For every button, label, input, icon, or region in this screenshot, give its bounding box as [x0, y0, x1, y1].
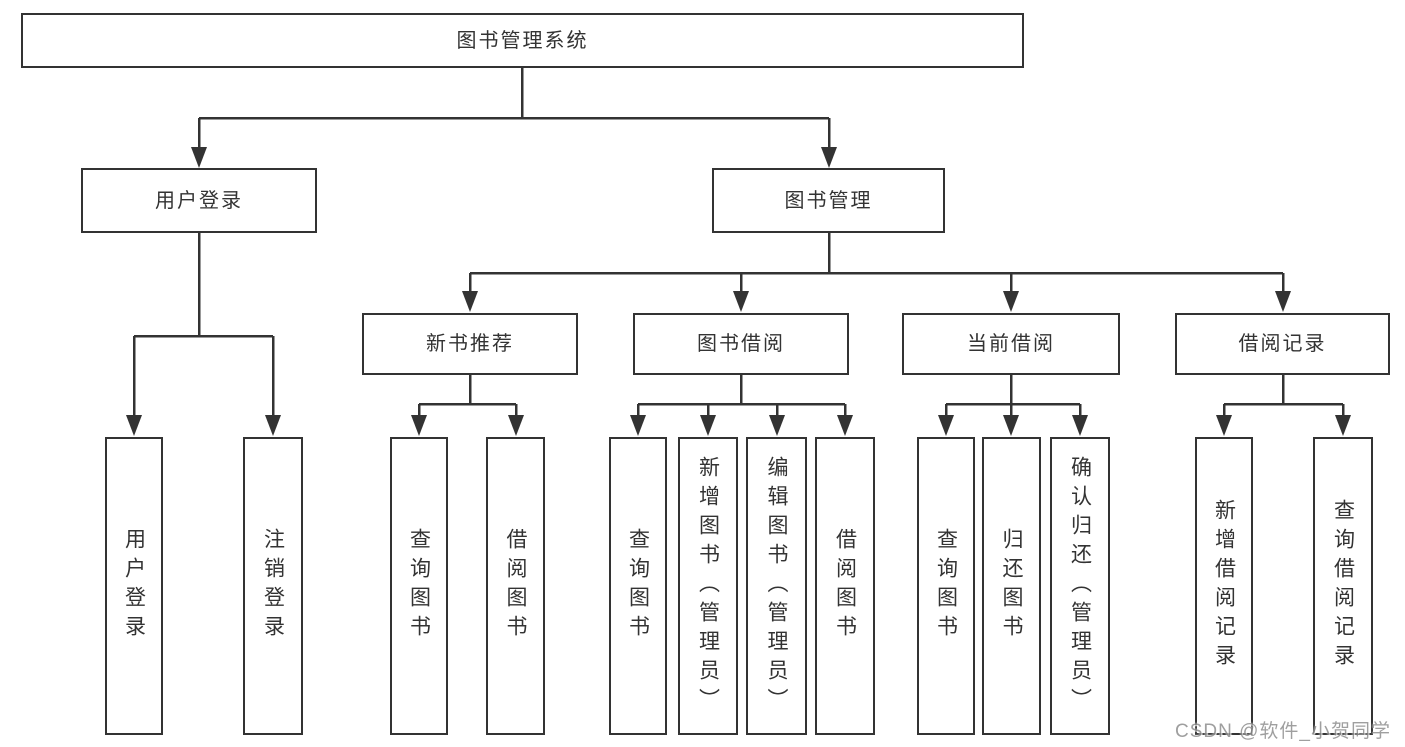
node-label: 借阅图书 [833, 528, 857, 644]
node-label: 图书管理 [784, 189, 873, 212]
node-user-login: 用户登录 [81, 168, 317, 233]
node-confirm-return-admin: 确认归还（管理员） [1050, 437, 1110, 735]
node-label: 查询图书 [934, 528, 958, 644]
node-logout: 注销登录 [243, 437, 303, 735]
node-label: 查询图书 [407, 528, 431, 644]
node-label: 新增图书（管理员） [696, 455, 720, 717]
node-user-login-leaf: 用户登录 [105, 437, 163, 735]
node-add-borrow-record: 新增借阅记录 [1195, 437, 1253, 735]
csdn-watermark: CSDN @软件_小贺同学 [1175, 721, 1391, 742]
node-label: 确认归还（管理员） [1068, 455, 1092, 717]
node-return-books: 归还图书 [982, 437, 1041, 735]
node-label: 借阅图书 [504, 528, 527, 644]
node-label: 新增借阅记录 [1212, 499, 1236, 673]
node-query-books-recommend: 查询图书 [390, 437, 448, 735]
node-label: 注销登录 [261, 528, 285, 644]
node-add-book-admin: 新增图书（管理员） [678, 437, 738, 735]
connector-segments [132, 68, 1345, 418]
node-label: 归还图书 [1000, 528, 1023, 644]
node-label: 查询借阅记录 [1331, 499, 1355, 673]
node-label: 图书借阅 [697, 333, 785, 355]
node-borrowing-records: 借阅记录 [1175, 313, 1390, 375]
node-new-book-recommend: 新书推荐 [362, 313, 578, 375]
node-book-borrowing: 图书借阅 [633, 313, 849, 375]
node-query-books-borrow: 查询图书 [609, 437, 667, 735]
node-borrow-books-recommend: 借阅图书 [486, 437, 545, 735]
node-query-books-current: 查询图书 [917, 437, 975, 735]
node-label: 当前借阅 [967, 333, 1055, 355]
arrowhead-icons [126, 147, 1351, 436]
node-label: 用户登录 [155, 189, 243, 212]
node-current-borrowing: 当前借阅 [902, 313, 1120, 375]
node-query-borrow-record: 查询借阅记录 [1313, 437, 1373, 735]
node-book-management-system: 图书管理系统 [21, 13, 1024, 68]
node-edit-book-admin: 编辑图书（管理员） [746, 437, 807, 735]
node-label: 借阅记录 [1238, 333, 1327, 355]
node-borrow-books-leaf: 借阅图书 [815, 437, 875, 735]
node-label: 编辑图书（管理员） [765, 455, 788, 717]
node-label: 用户登录 [122, 528, 146, 644]
node-label: 查询图书 [626, 528, 650, 644]
node-label: 新书推荐 [426, 333, 514, 355]
node-label: 图书管理系统 [456, 29, 589, 52]
node-book-management: 图书管理 [712, 168, 945, 233]
